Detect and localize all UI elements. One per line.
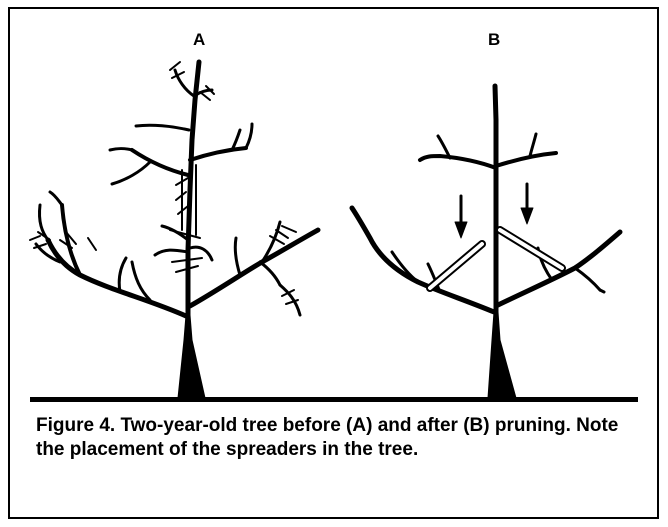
ground-line [30,397,638,402]
spreader-right [496,226,566,272]
tree-a [29,59,321,399]
tree-a-left-scaffold [45,237,189,319]
tree-b-trunk [487,311,517,399]
arrow-left [454,194,468,239]
figure-caption: Figure 4. Two-year-old tree before (A) a… [36,415,619,460]
tree-b [349,83,623,399]
panel-label-b: B [488,30,501,49]
arrow-right [520,182,534,225]
tree-a-trunk [177,314,206,399]
tree-b-leader [492,83,499,317]
tree-b-left-scaffold [349,205,497,315]
tree-a-leader [185,59,202,321]
panel-label-a: A [193,30,206,49]
tree-a-right-scaffold [187,227,321,309]
spreader-left [426,240,486,292]
